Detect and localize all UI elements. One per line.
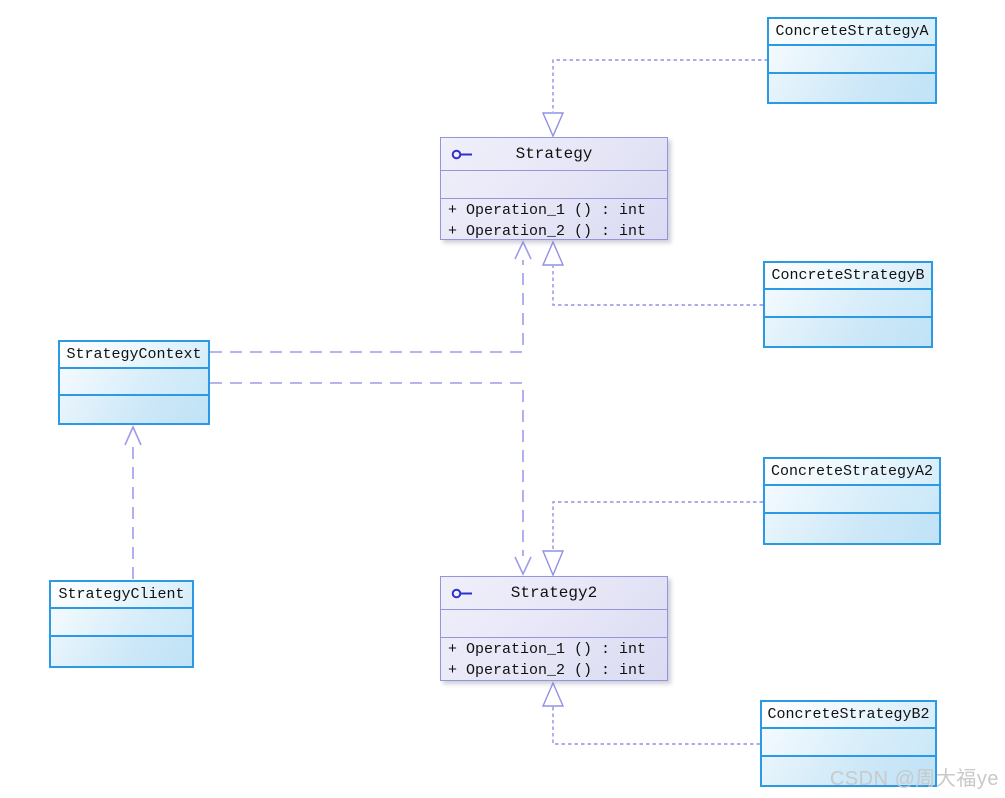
- interface-strategy: Strategy + Operation_1 () : int + Operat…: [440, 137, 668, 240]
- class-name: StrategyClient: [51, 582, 192, 607]
- csdn-watermark: CSDN @周大福ye: [829, 768, 999, 790]
- interface-name: Strategy: [515, 145, 593, 163]
- interface-header: Strategy2: [441, 577, 667, 609]
- dependency-strategycontext-to-strategy2: [210, 382, 532, 576]
- methods-compartment: [765, 512, 939, 543]
- methods-compartment: + Operation_1 () : int + Operation_2 () …: [441, 637, 667, 680]
- hollow-triangle-arrowhead: [541, 240, 565, 266]
- methods-compartment: [762, 754, 935, 785]
- class-strategy-context: StrategyContext: [58, 340, 210, 425]
- fields-compartment: [769, 44, 935, 72]
- open-arrowhead: [124, 425, 142, 446]
- operation: + Operation_1 () : int: [448, 202, 647, 219]
- realization-concretestrategya2-to-strategy2: [541, 501, 763, 577]
- methods-compartment: [51, 635, 192, 666]
- interface-lollipop-icon: [451, 149, 475, 160]
- fields-compartment: [51, 607, 192, 636]
- operation: + Operation_2 () : int: [448, 662, 647, 679]
- class-strategy-client: StrategyClient: [49, 580, 194, 668]
- interface-name: Strategy2: [510, 584, 598, 602]
- operation: + Operation_1 () : int: [448, 641, 647, 658]
- realization-concretestrategyb2-to-strategy2: [541, 681, 760, 745]
- class-name: ConcreteStrategyA2: [765, 459, 939, 484]
- class-concrete-strategy-a: ConcreteStrategyA: [767, 17, 937, 104]
- dependency-strategycontext-to-strategy: [210, 240, 532, 353]
- methods-compartment: [60, 394, 208, 423]
- methods-compartment: [765, 315, 931, 346]
- fields-compartment: [765, 288, 931, 316]
- dependency-strategyclient-to-strategycontext: [124, 425, 142, 579]
- class-name: ConcreteStrategyB2: [762, 702, 935, 727]
- interface-strategy2: Strategy2 + Operation_1 () : int + Opera…: [440, 576, 668, 681]
- hollow-triangle-arrowhead: [541, 550, 565, 577]
- fields-compartment: [60, 367, 208, 394]
- realization-concretestrategyb-to-strategy: [541, 240, 763, 306]
- hollow-triangle-arrowhead: [541, 112, 565, 138]
- interface-lollipop-icon: [451, 588, 475, 599]
- fields-compartment: [765, 484, 939, 513]
- operation: + Operation_2 () : int: [448, 223, 647, 239]
- class-name: ConcreteStrategyA: [769, 19, 935, 44]
- fields-compartment: [762, 727, 935, 755]
- open-arrowhead: [514, 556, 532, 576]
- class-name: StrategyContext: [60, 342, 208, 367]
- interface-header: Strategy: [441, 138, 667, 170]
- methods-compartment: + Operation_1 () : int + Operation_2 () …: [441, 198, 667, 239]
- class-concrete-strategy-b2: ConcreteStrategyB2: [760, 700, 937, 787]
- class-concrete-strategy-a2: ConcreteStrategyA2: [763, 457, 941, 545]
- fields-compartment: [441, 170, 667, 198]
- fields-compartment: [441, 609, 667, 637]
- class-concrete-strategy-b: ConcreteStrategyB: [763, 261, 933, 348]
- open-arrowhead: [514, 240, 532, 260]
- realization-concretestrategya-to-strategy: [541, 59, 768, 138]
- hollow-triangle-arrowhead: [541, 681, 565, 707]
- methods-compartment: [769, 71, 935, 102]
- class-name: ConcreteStrategyB: [765, 263, 931, 288]
